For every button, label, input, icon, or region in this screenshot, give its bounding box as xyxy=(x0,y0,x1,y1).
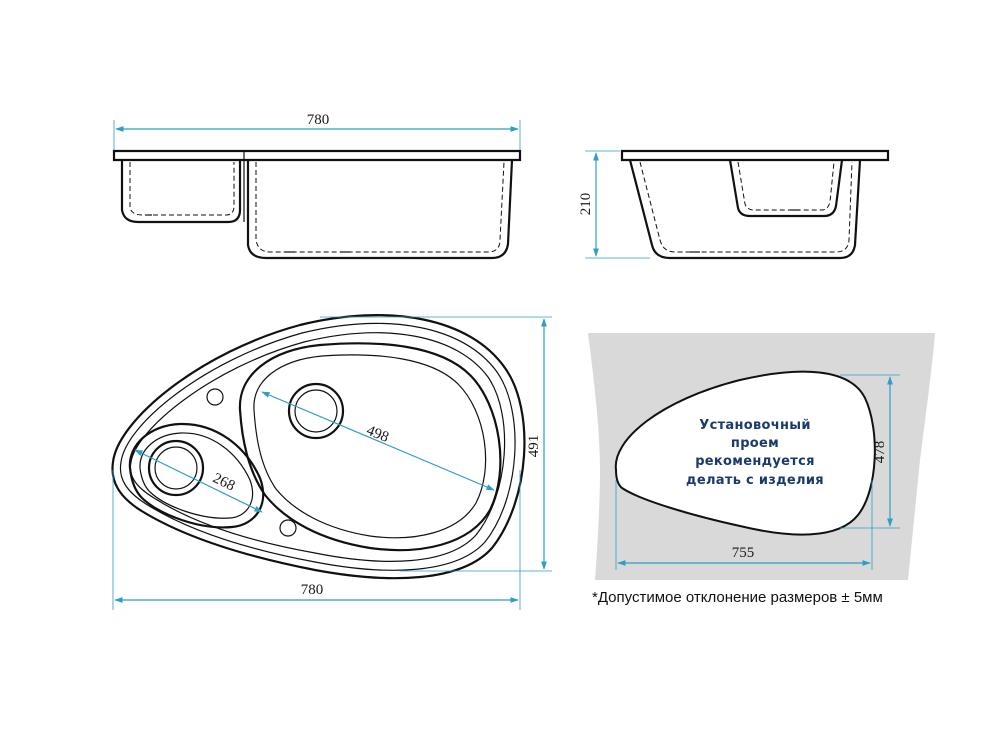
cutout-note-line2: проем xyxy=(731,436,779,451)
side-view xyxy=(620,149,890,260)
small-bowl-label: 268 xyxy=(210,470,237,494)
front-width-dimension: 780 xyxy=(113,112,521,150)
cutout-template: Установочный проем рекомендуется делать … xyxy=(588,333,935,580)
cutout-note-line3: рекомендуется xyxy=(695,454,815,469)
front-view xyxy=(112,149,522,260)
top-view: 498 268 xyxy=(111,314,526,580)
side-height-dimension: 210 xyxy=(578,150,650,259)
tolerance-note: *Допустимое отклонение размеров ± 5мм xyxy=(592,589,883,606)
large-bowl-label: 498 xyxy=(364,423,391,446)
cutout-height-label: 478 xyxy=(872,441,888,464)
side-height-label: 210 xyxy=(578,193,594,216)
top-height-label: 491 xyxy=(526,435,542,458)
cutout-width-label: 755 xyxy=(732,545,755,561)
cutout-shape xyxy=(614,370,876,536)
top-dimensions: 780 491 xyxy=(112,316,552,610)
cutout-note-line1: Установочный xyxy=(699,418,810,433)
front-width-label: 780 xyxy=(307,112,330,128)
top-width-label: 780 xyxy=(301,582,324,598)
cutout-note-line4: делать с изделия xyxy=(686,473,824,488)
